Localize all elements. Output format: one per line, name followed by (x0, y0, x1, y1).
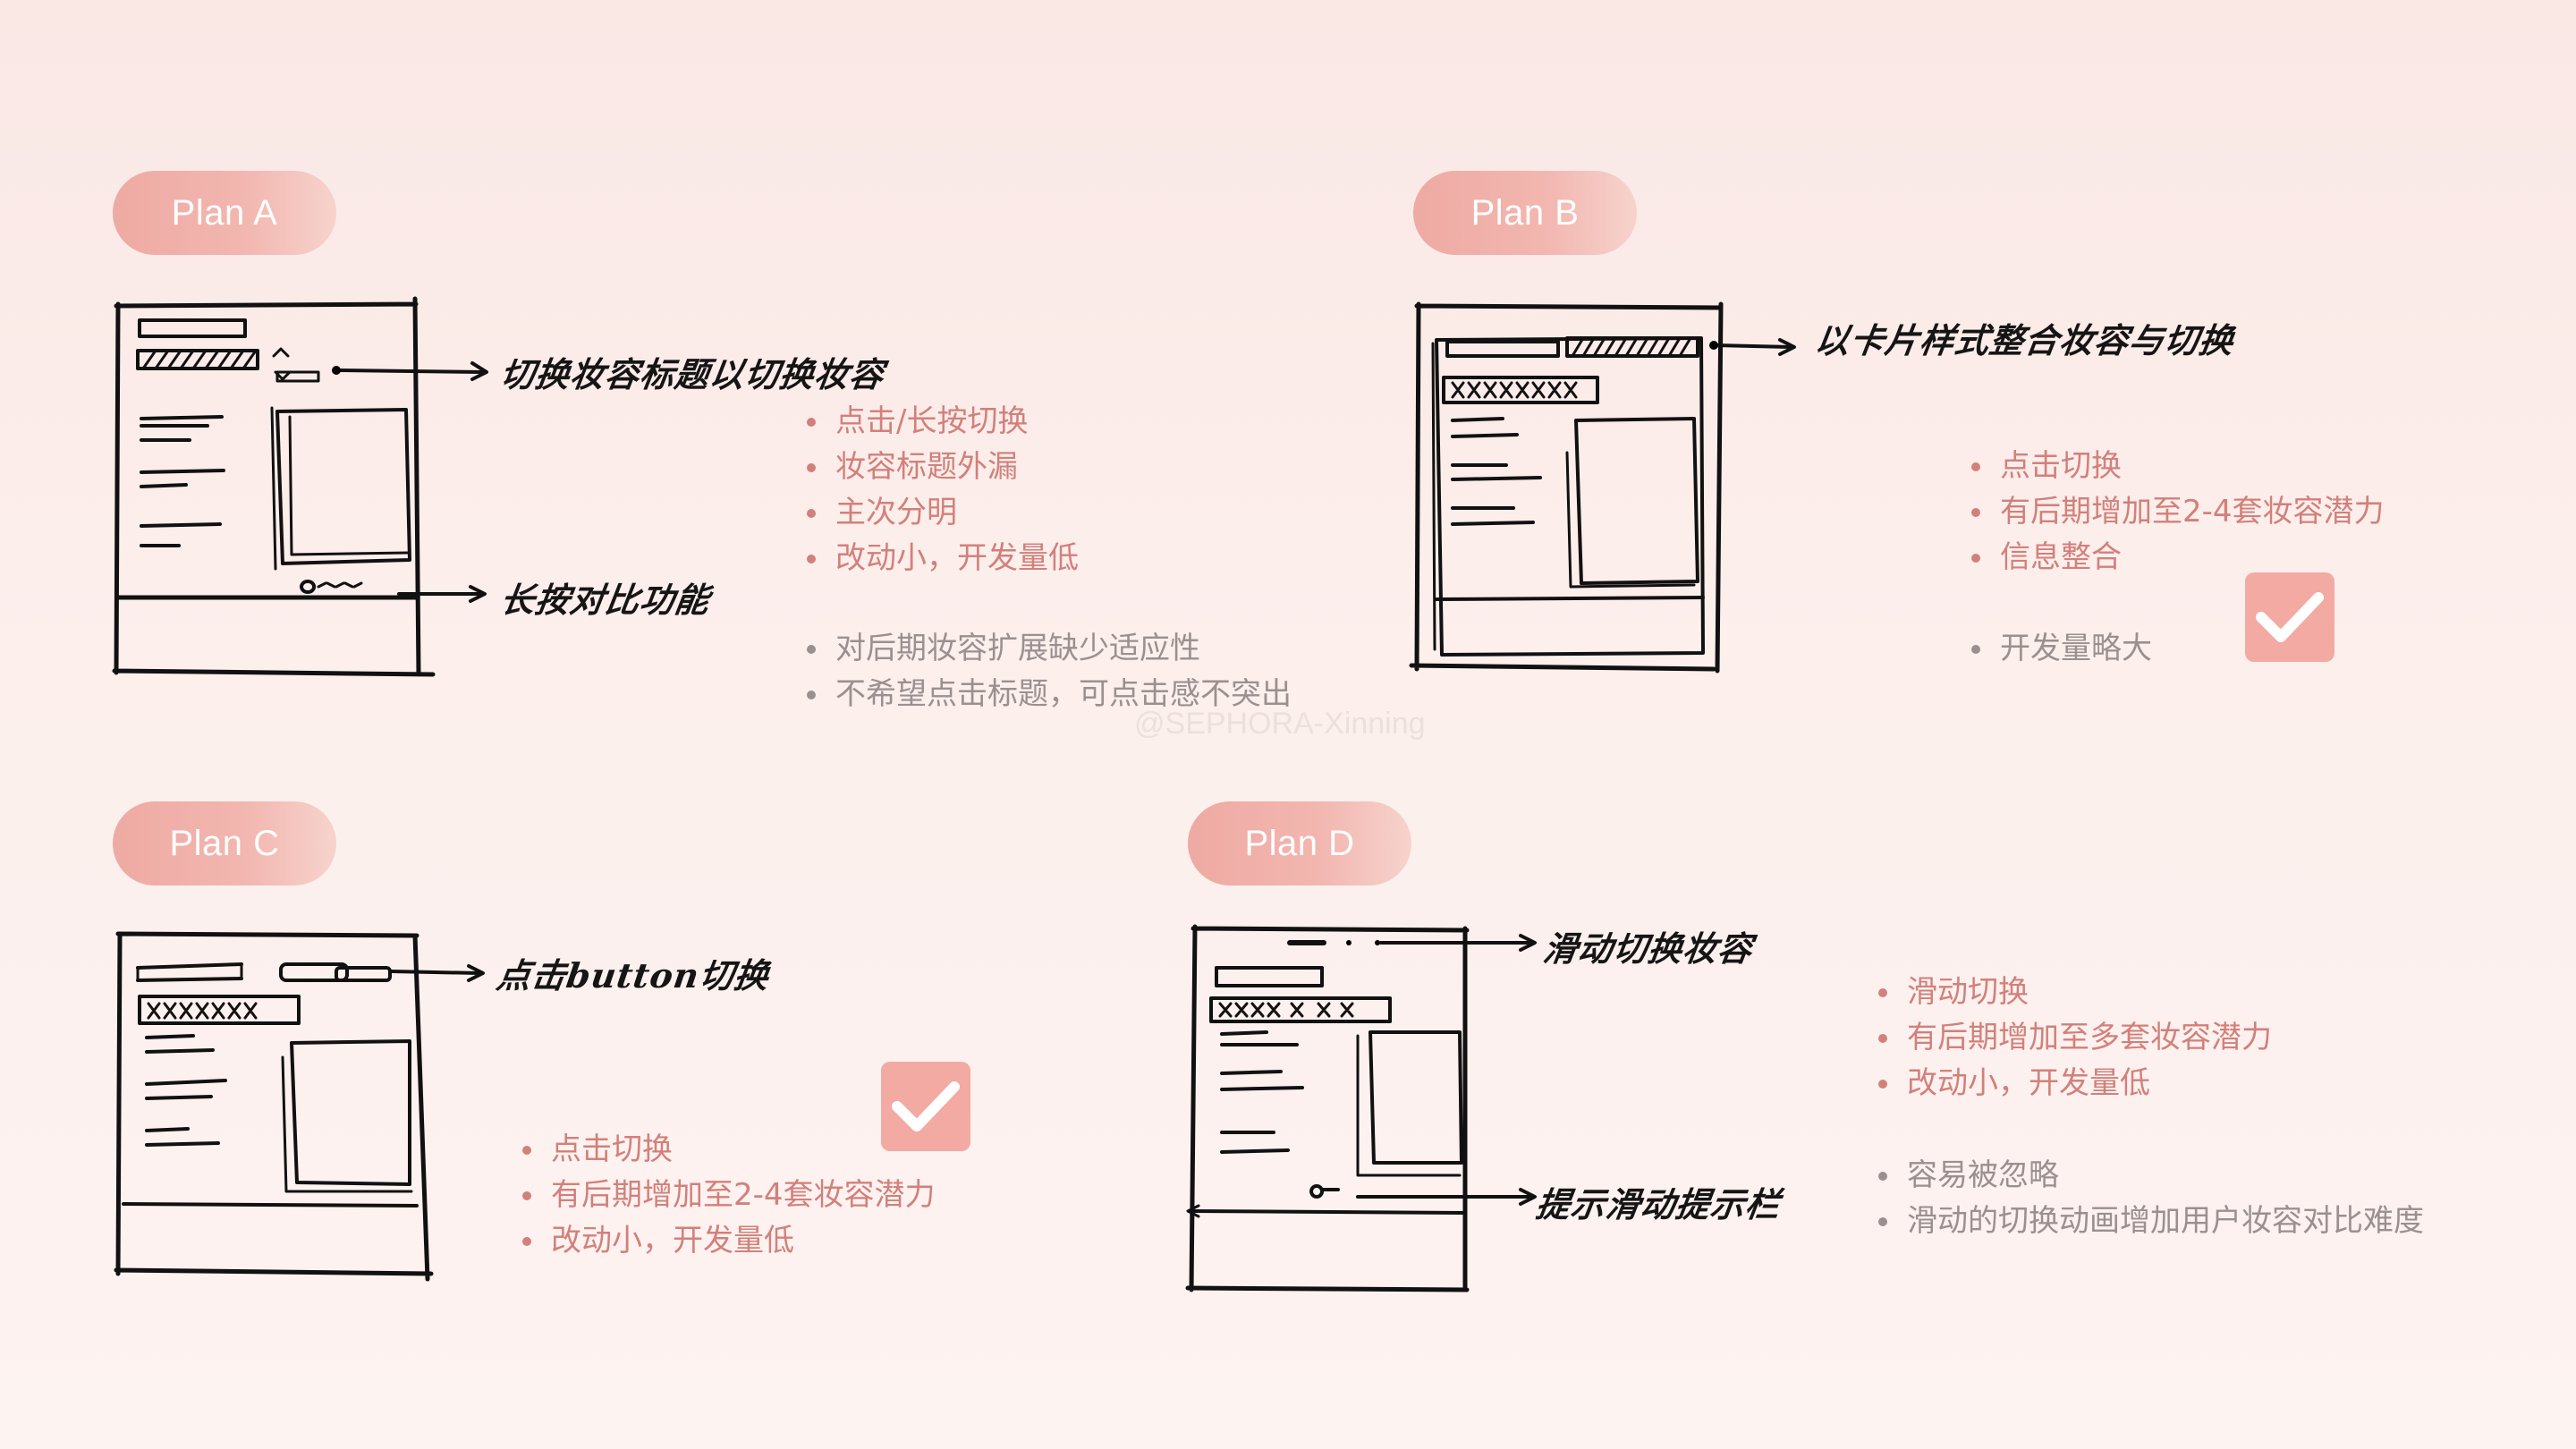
plan-d-pro-item: 滑动切换 (1877, 970, 2272, 1015)
plan-a-pro-item: 主次分明 (805, 490, 1079, 536)
plan-a-pro-item: 点击/长按切换 (805, 399, 1079, 445)
plan-a-annotation-switch: 切换妆容标题以切换妆容 (497, 354, 887, 394)
plan-d-label: Plan D (1244, 823, 1355, 863)
plan-d-pro-item: 有后期增加至多套妆容潜力 (1877, 1015, 2272, 1061)
plan-d-wireframe-sketch (1185, 924, 1537, 1292)
plan-c-pros-list: 点击切换 有后期增加至2-4套妆容潜力 改动小，开发量低 (521, 1127, 936, 1264)
plan-d-annotation-indicator: 提示滑动提示栏 (1533, 1184, 1784, 1224)
plan-d-annotation-swipe: 滑动切换妆容 (1540, 928, 1756, 969)
plan-c-label: Plan C (169, 823, 280, 863)
plan-c-wireframe-sketch (114, 931, 485, 1282)
plan-b-checkmark-icon (2245, 572, 2334, 662)
plan-b-con-item: 开发量略大 (1970, 626, 2152, 672)
plan-c-pro-item: 有后期增加至2-4套妆容潜力 (521, 1173, 936, 1218)
watermark: @SEPHORA-Xinning (1134, 707, 1426, 741)
plan-b-wireframe-sketch (1409, 301, 1796, 674)
plan-a-pill: Plan A (113, 171, 336, 255)
plan-d-pros-list: 滑动切换 有后期增加至多套妆容潜力 改动小，开发量低 (1877, 970, 2272, 1106)
plan-d-pill: Plan D (1188, 801, 1411, 886)
plan-a-cons-list: 对后期妆容扩展缺少适应性 不希望点击标题，可点击感不突出 (805, 626, 1292, 717)
plan-b-pro-item: 有后期增加至2-4套妆容潜力 (1970, 489, 2385, 535)
plan-d-cons-list: 容易被忽略 滑动的切换动画增加用户妆容对比难度 (1877, 1153, 2424, 1244)
plan-a-con-item: 对后期妆容扩展缺少适应性 (805, 626, 1292, 672)
plan-a-pro-item: 改动小，开发量低 (805, 536, 1079, 581)
plan-c-checkmark-icon (881, 1062, 970, 1151)
plan-c-pro-item: 点击切换 (521, 1127, 936, 1173)
plan-b-pro-item: 点击切换 (1970, 444, 2385, 489)
plan-b-pill: Plan B (1413, 171, 1637, 255)
plan-d-pro-item: 改动小，开发量低 (1877, 1061, 2272, 1106)
plan-b-pros-list: 点击切换 有后期增加至2-4套妆容潜力 信息整合 (1970, 444, 2385, 580)
plan-c-pill: Plan C (113, 801, 336, 886)
plan-d-con-item: 容易被忽略 (1877, 1153, 2424, 1199)
plan-a-pros-list: 点击/长按切换 妆容标题外漏 主次分明 改动小，开发量低 (805, 399, 1079, 581)
plan-b-label: Plan B (1470, 192, 1580, 233)
checkmark-icon (892, 1081, 960, 1131)
plan-a-label: Plan A (171, 192, 278, 233)
plan-a-con-item: 不希望点击标题，可点击感不突出 (805, 672, 1292, 717)
plan-a-pro-item: 妆容标题外漏 (805, 445, 1079, 490)
plan-b-annotation-card: 以卡片样式整合妆容与切换 (1812, 320, 2237, 360)
checkmark-icon (2256, 592, 2324, 642)
plan-a-annotation-longpress: 长按对比功能 (497, 580, 713, 620)
plan-c-annotation-button: 点击button切换 (494, 955, 773, 996)
plan-b-cons-list: 开发量略大 (1970, 626, 2152, 672)
plan-d-con-item: 滑动的切换动画增加用户妆容对比难度 (1877, 1199, 2424, 1244)
plan-b-pro-item: 信息整合 (1970, 535, 2385, 580)
plan-a-wireframe-sketch (112, 296, 488, 677)
plan-c-pro-item: 改动小，开发量低 (521, 1218, 936, 1264)
